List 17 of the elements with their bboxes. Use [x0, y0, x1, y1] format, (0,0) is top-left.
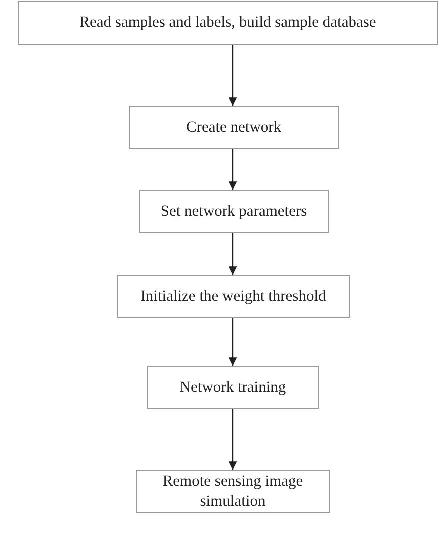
process-box	[117, 275, 350, 318]
arrow	[228, 409, 238, 470]
process-box	[147, 366, 319, 409]
box-label: Remote sensing image simulation	[162, 472, 304, 511]
box-label: Read samples and labels, build sample database	[80, 13, 376, 33]
arrow	[228, 149, 238, 190]
box-label: Initialize the weight threshold	[140, 286, 326, 306]
arrow	[228, 318, 238, 366]
box-label: Set network parameters	[160, 202, 308, 222]
process-box	[129, 106, 339, 149]
process-box	[139, 190, 329, 233]
arrow	[228, 233, 238, 275]
arrow	[228, 45, 238, 106]
process-box	[18, 1, 438, 45]
process-box	[136, 470, 330, 513]
box-label: Network training	[180, 378, 286, 398]
box-label: Create network	[186, 118, 282, 138]
